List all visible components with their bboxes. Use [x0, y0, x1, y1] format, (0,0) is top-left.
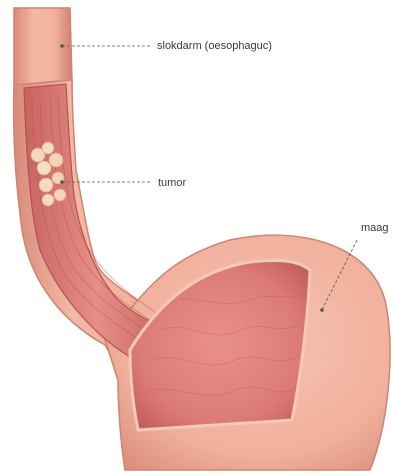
tumor-pointer-dot [60, 180, 64, 184]
stomach-label: maag [361, 222, 389, 234]
stomach-pointer-dot [320, 308, 324, 312]
oesophagus-label: slokdarm (oesophaguc) [157, 40, 272, 52]
oesophagus-tube-upper [14, 8, 72, 90]
oesophagus-pointer-dot [60, 44, 64, 48]
tumor-label: tumor [158, 177, 186, 189]
